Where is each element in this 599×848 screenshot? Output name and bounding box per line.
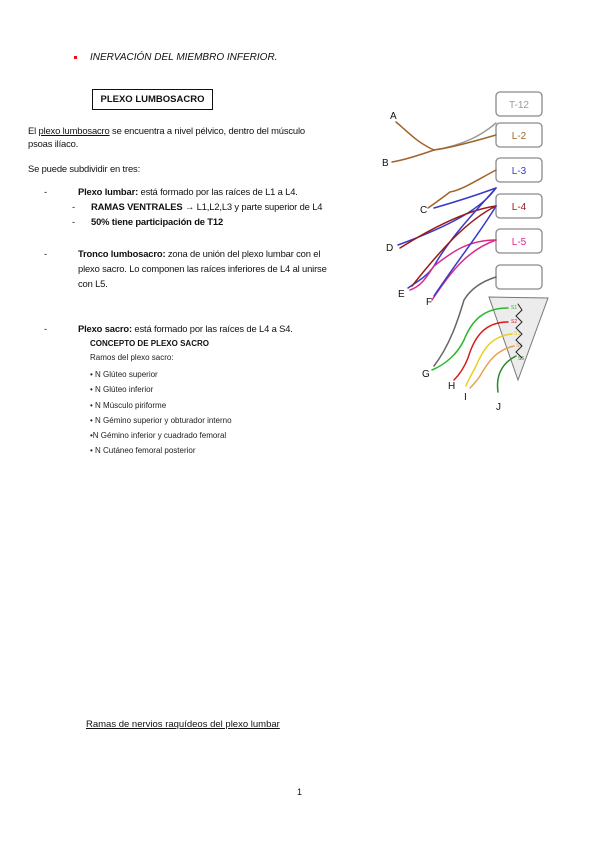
t12-participation: 50% tiene participación de T12 [91, 216, 224, 227]
nerve-i-yellow [465, 333, 513, 387]
root-box-l4: L-4 [495, 193, 543, 219]
sacral-root-zigzag [515, 303, 523, 359]
lumbar-sub1: - RAMAS VENTRALES → L1,L2,L3 y parte supe… [72, 201, 322, 212]
intro-paragraph: El plexo lumbosacro se encuentra a nivel… [28, 124, 305, 150]
section-title-box: PLEXO LUMBOSACRO [92, 89, 213, 110]
nerve-l2 [433, 134, 497, 151]
nerve-g-gray [433, 276, 497, 367]
concepto-title: CONCEPTO DE PLEXO SACRO [90, 339, 209, 348]
nerve-e-blue [407, 187, 497, 289]
nerve-j-green [496, 355, 517, 393]
letter-d: D [386, 243, 393, 254]
list-item: • N Glúteo inferior [90, 385, 154, 395]
header-title: INERVACIÓN DEL MIEMBRO INFERIOR. [90, 52, 278, 63]
tronco-label: Tronco lumbosacro: [78, 248, 166, 259]
letter-g: G [422, 369, 430, 380]
nerve-lines [391, 121, 523, 393]
sacral-label-s1: S1 [511, 305, 517, 311]
list-item: • N Cutáneo femoral posterior [90, 446, 196, 456]
root-box-l2: L-2 [495, 122, 543, 148]
root-box-l5: L-5 [495, 228, 543, 254]
root-box-l3: L-3 [495, 157, 543, 183]
letter-a: A [390, 111, 397, 122]
letter-j: J [496, 402, 501, 413]
nerve-b [391, 149, 435, 163]
plexo-lumbosacro-link[interactable]: plexo lumbosacro [38, 125, 110, 136]
plexo-lumbar-branches-link[interactable]: Ramas de nervios raquídeos del plexo lum… [86, 719, 280, 730]
dash: - [44, 248, 47, 259]
ramas-ventrales-text: L1,L2,L3 y parte superior de L4 [194, 201, 323, 212]
sacral-label-s3: S3 [514, 331, 520, 337]
sacro-item: - Plexo sacro: está formado por las raíce… [44, 323, 293, 334]
nerve-e-pink [409, 239, 497, 291]
sacral-label-s4: S4 [516, 343, 522, 349]
lumbar-label: Plexo lumbar: [78, 186, 139, 197]
red-bullet-icon [74, 56, 77, 59]
intro-before: El [28, 125, 39, 136]
list-item: • N Músculo piriforme [90, 400, 167, 410]
nerve-c-brown [427, 169, 497, 209]
ramos-title: Ramos del plexo sacro: [90, 353, 174, 362]
page-number: 1 [297, 787, 303, 797]
sacral-label-s2: S2 [511, 319, 517, 325]
root-box-t12: T-12 [495, 91, 543, 117]
letter-b: B [382, 158, 389, 169]
ramas-ventrales-label: RAMAS VENTRALES [91, 201, 183, 212]
nerve-h-red [453, 321, 509, 381]
sacrum-shape [488, 296, 549, 382]
letter-h: H [448, 381, 455, 392]
lumbar-text: está formado por las raíces de L1 a L4. [138, 186, 298, 197]
letter-i: I [464, 392, 467, 403]
nerve-d-red [399, 205, 497, 249]
dash: - [44, 186, 47, 197]
tronco-text: zona de unión del plexo lumbar con el [165, 248, 321, 259]
nerve-i-orange [469, 345, 515, 389]
root-label-l3: L-3 [512, 166, 527, 177]
tronco-line2: plexo sacro. Lo componen las raíces infe… [78, 263, 327, 274]
sacro-text: está formado por las raíces de L4 a S4. [131, 323, 293, 334]
nerve-t12 [433, 122, 497, 151]
right-arrow-icon: → [184, 201, 195, 212]
root-label-l2: L-2 [512, 131, 527, 142]
sacro-label: Plexo sacro: [78, 323, 132, 334]
list-item: •N Gémino inferior y cuadrado femoral [90, 431, 227, 441]
nerve-c-blue [433, 187, 497, 209]
letter-c: C [420, 205, 427, 216]
intro-line2: psoas ilíaco. [28, 138, 79, 149]
list-item: • N Glúteo superior [90, 370, 158, 379]
intro-after: se encuentra a nivel pélvico, dentro del… [109, 125, 305, 136]
dash: - [72, 201, 75, 212]
ramos-list: • N Glúteo superior • N Glúteo inferior … [90, 367, 232, 459]
nerve-f-pink [431, 239, 497, 301]
tronco-line3: con L5. [78, 278, 108, 289]
dash: - [72, 216, 75, 227]
root-label-l5: L-5 [512, 237, 527, 248]
root-label-l4: L-4 [512, 202, 527, 213]
nerve-f-blue [433, 205, 497, 297]
subdivide-text: Se puede subdividir en tres: [28, 163, 141, 174]
nerve-e-red [411, 205, 497, 287]
plexus-diagram: T-12 L-2 L-3 L-4 L-5 S1 S2 S3 S4 S5 [382, 91, 549, 413]
tronco-item: - Tronco lumbosacro: zona de unión del pl… [44, 248, 320, 259]
sacral-label-s5: S5 [518, 356, 524, 362]
lumbar-sub2: - 50% tiene participación de T12 [72, 216, 223, 227]
nerve-g-green [431, 307, 509, 371]
letter-e: E [398, 289, 405, 300]
dash: - [44, 323, 47, 334]
root-box-s1 [495, 264, 543, 290]
document-header: INERVACIÓN DEL MIEMBRO INFERIOR. [74, 52, 277, 63]
list-item: • N Gémino superior y obturador interno [90, 415, 232, 425]
root-label-t12: T-12 [509, 100, 529, 111]
letter-f: F [426, 297, 432, 308]
lumbar-item: - Plexo lumbar: está formado por las raíc… [44, 186, 298, 197]
nerve-a [395, 121, 435, 151]
nerve-d-blue [397, 187, 497, 246]
